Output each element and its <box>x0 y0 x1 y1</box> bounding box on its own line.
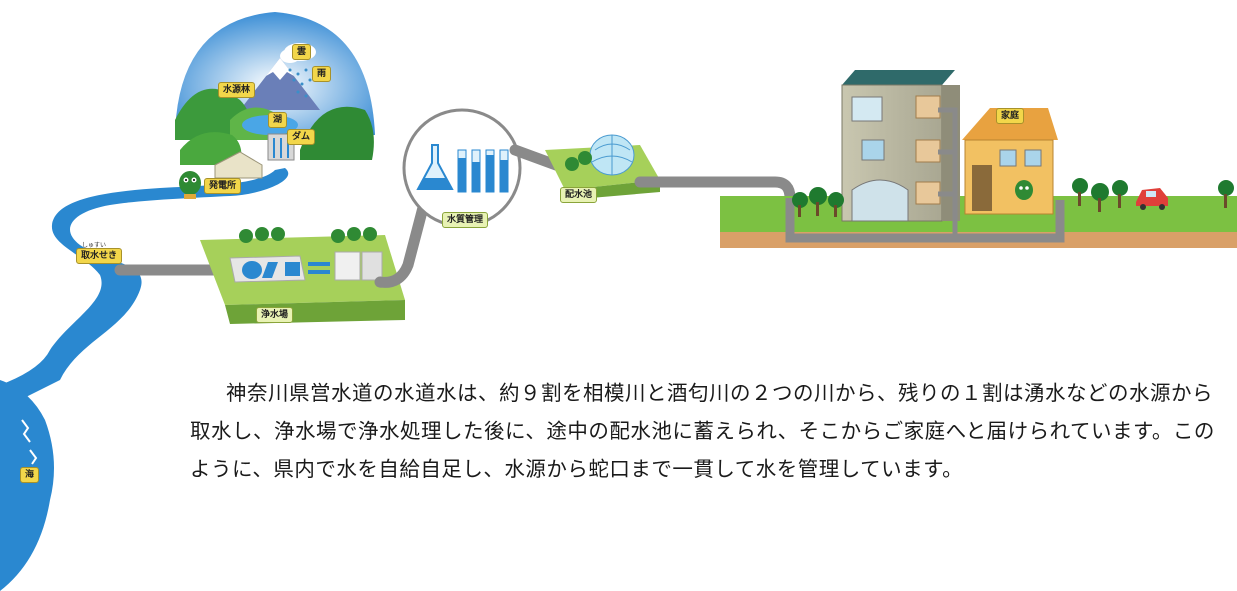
hill <box>180 132 242 165</box>
label-lake: 湖 <box>268 112 288 128</box>
plant-trees <box>239 227 377 243</box>
river <box>0 168 289 400</box>
description-text: 神奈川県営水道の水道水は、約９割を相模川と酒匂川の２つの川から、残りの１割は湧水… <box>190 381 1215 481</box>
label-intake-weir: 取水せき <box>76 248 123 264</box>
power-station <box>214 151 263 179</box>
car-icon <box>1136 188 1168 210</box>
label-sea: 海 <box>20 467 40 483</box>
town-trees <box>792 178 1234 217</box>
reservoir-trees <box>565 151 592 171</box>
hill <box>300 106 374 160</box>
label-dam: ダム <box>287 129 316 145</box>
label-forest: 水源林 <box>218 82 256 98</box>
sea <box>0 380 54 591</box>
label-reservoir: 配水池 <box>560 187 598 203</box>
description-paragraph: 神奈川県営水道の水道水は、約９割を相模川と酒匂川の２つの川から、残りの１割は湧水… <box>190 374 1220 488</box>
label-power-station: 発電所 <box>204 178 242 194</box>
mascot-character <box>179 171 201 199</box>
rain-dots <box>288 68 312 98</box>
label-cloud: 雲 <box>292 44 312 60</box>
sea-wave <box>21 419 31 443</box>
mt-fuji-snow <box>266 58 294 80</box>
pipe <box>634 176 796 204</box>
purification-tanks <box>229 251 383 283</box>
test-tubes-icon <box>457 149 509 193</box>
label-purification-plant: 浄水場 <box>256 307 294 323</box>
apartment-roof <box>842 70 955 85</box>
flask-icon <box>416 144 454 190</box>
house-roof <box>962 108 1058 140</box>
mt-fuji <box>240 58 320 110</box>
label-intake-ruby: しゅすい <box>82 242 107 249</box>
sea-wave <box>29 449 38 465</box>
label-home: 家庭 <box>996 108 1025 124</box>
pipe <box>374 194 431 288</box>
label-rain: 雨 <box>312 66 332 82</box>
balconies <box>915 95 941 205</box>
house-mascot <box>1015 180 1033 200</box>
label-water-quality: 水質管理 <box>442 212 489 228</box>
building-pipe <box>938 107 958 236</box>
underground-pipe <box>785 198 1065 243</box>
